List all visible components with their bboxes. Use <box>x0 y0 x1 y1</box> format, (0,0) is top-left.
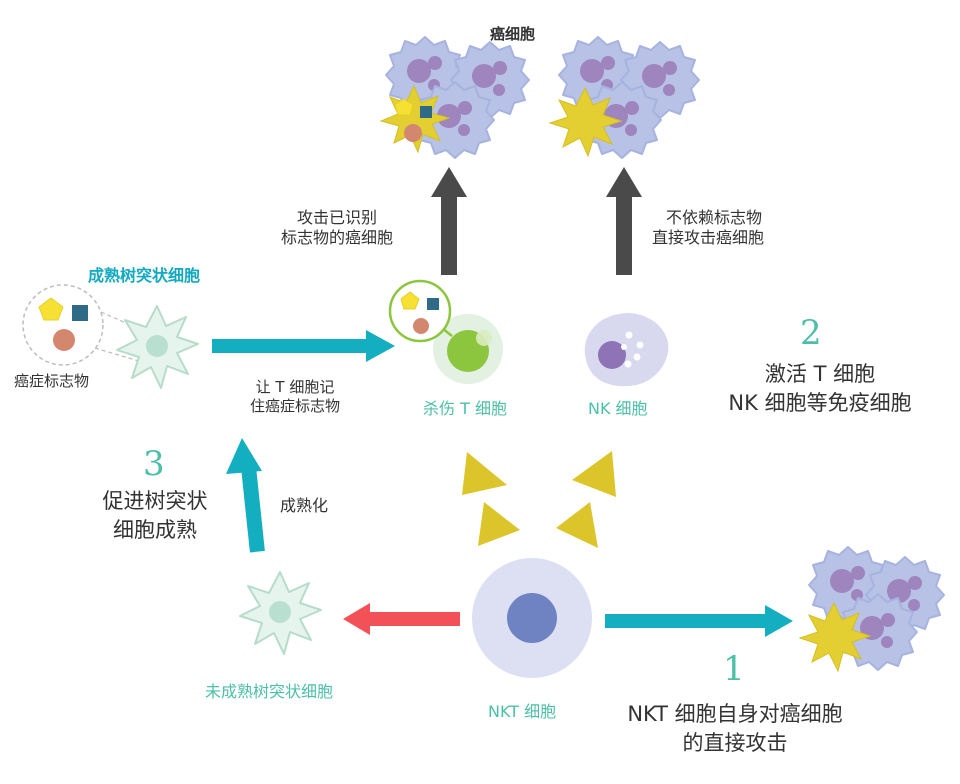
cancer-cluster-right <box>548 36 700 159</box>
arrow-maturation <box>226 438 265 553</box>
cancer-marker-zoom <box>22 284 143 366</box>
step-1-text: NKT 细胞自身对癌细胞 的直接攻击 <box>595 700 875 759</box>
activation-signals <box>462 451 616 548</box>
step-2-text: 激活 T 细胞 NK 细胞等免疫细胞 <box>700 360 940 419</box>
label-killer-t: 杀伤 T 细胞 <box>423 399 507 418</box>
arrow-nkt-to-dc <box>343 603 460 635</box>
label-mature-dc: 成熟树突状细胞 <box>88 266 201 285</box>
marker-pentagon <box>38 297 64 321</box>
label-let-t-remember: 让 T 细胞记 住癌症标志物 <box>240 378 350 416</box>
label-cancer-marker: 癌症标志物 <box>14 372 90 390</box>
step-3-text: 促进树突状 细胞成熟 <box>80 487 230 546</box>
label-line: 标志物的癌细胞 <box>280 228 393 247</box>
label-line: 直接攻击癌细胞 <box>652 228 765 247</box>
arrow-nkt-to-cancer <box>605 605 793 637</box>
label-attack-recognized: 攻击已识别 标志物的癌细胞 <box>262 208 412 248</box>
immature-dendritic-cell <box>239 571 322 655</box>
marker-circle <box>404 124 422 142</box>
marker-circle <box>413 318 429 334</box>
label-line: 让 T 细胞记 <box>255 378 335 396</box>
arrow-nk-to-cancer <box>606 167 642 275</box>
label-line: NKT 细胞自身对癌细胞 <box>627 702 843 726</box>
marker-square <box>427 298 439 310</box>
marker-pentagon <box>394 98 414 116</box>
label-line: 的直接攻击 <box>682 731 788 756</box>
step-3-number: 3 <box>143 444 165 484</box>
marker-circle <box>53 329 75 351</box>
killer-t-cell <box>388 279 503 384</box>
step-1-number: 1 <box>723 649 745 689</box>
label-nkt-cell: NKT 细胞 <box>488 702 557 721</box>
marker-square <box>420 106 432 118</box>
nkt-cell <box>472 558 592 678</box>
label-line: 攻击已识别 <box>296 208 377 227</box>
attack-burst <box>798 601 872 673</box>
label-line: 促进树突状 <box>102 489 208 513</box>
label-cancer-cells: 癌细胞 <box>490 25 536 43</box>
label-line: 激活 T 细胞 <box>764 362 876 386</box>
mature-dendritic-cell <box>116 305 199 389</box>
marker-square <box>72 305 88 321</box>
attack-burst <box>548 86 623 158</box>
label-line: 住癌症标志物 <box>249 396 340 415</box>
label-immature-dc: 未成熟树突状细胞 <box>205 682 334 701</box>
label-line: 不依赖标志物 <box>666 208 763 227</box>
marker-pentagon <box>400 291 420 310</box>
cancer-cluster-bottom <box>798 546 945 673</box>
label-line: 细胞成熟 <box>113 518 197 543</box>
label-nk-cell: NK 细胞 <box>588 399 648 418</box>
arrow-dc-to-killer-t <box>212 330 395 362</box>
label-attack-independent: 不依赖标志物 直接攻击癌细胞 <box>652 208 812 248</box>
step-2-number: 2 <box>800 313 822 353</box>
arrow-killer-to-cancer <box>431 167 467 275</box>
cancer-cluster-left <box>379 36 530 159</box>
label-line: NK 细胞等免疫细胞 <box>728 391 912 416</box>
nk-cell <box>584 312 669 387</box>
label-maturation: 成熟化 <box>280 496 329 515</box>
